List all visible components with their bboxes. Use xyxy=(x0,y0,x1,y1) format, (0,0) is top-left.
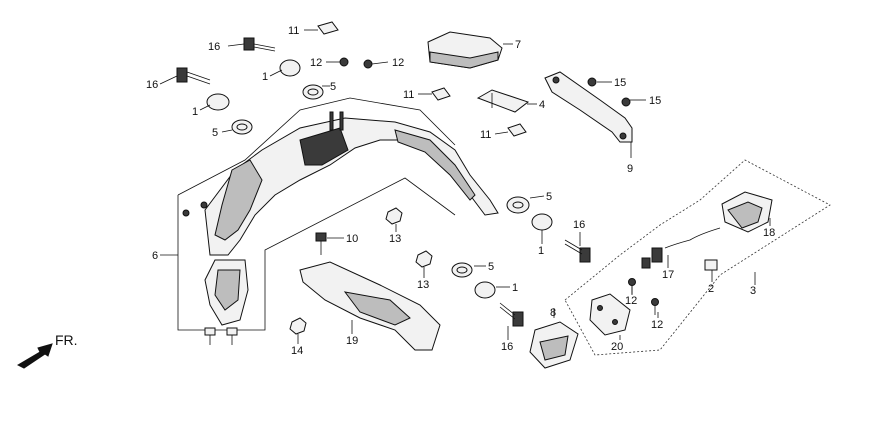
fender-group-outline xyxy=(177,177,456,331)
callout-12-b: 12 xyxy=(392,57,404,69)
callout-14: 14 xyxy=(291,345,303,357)
taillight-group-outline xyxy=(564,159,831,356)
leader-lines xyxy=(159,29,771,344)
callout-8: 8 xyxy=(550,307,556,319)
callout-11-c: 11 xyxy=(480,129,491,141)
callout-2: 2 xyxy=(708,283,714,295)
part-18-light xyxy=(721,191,773,233)
callout-20: 20 xyxy=(611,341,623,353)
bolt-16-top xyxy=(243,37,276,52)
flange-bolts xyxy=(176,37,591,327)
callout-17: 17 xyxy=(662,269,674,281)
callout-6: 6 xyxy=(152,250,158,262)
bolt-16-bottom xyxy=(499,302,524,327)
small-screws xyxy=(339,57,659,315)
callout-16-b: 16 xyxy=(146,79,158,91)
part-19-license-bracket xyxy=(299,261,441,351)
callout-13-b: 13 xyxy=(417,279,429,291)
callout-1-c: 1 xyxy=(538,245,544,257)
callout-15-b: 15 xyxy=(649,95,661,107)
callout-1-a: 1 xyxy=(262,71,268,83)
rear-fender xyxy=(204,111,499,326)
callout-7: 7 xyxy=(515,39,521,51)
callout-4: 4 xyxy=(539,99,545,111)
bolt-10 xyxy=(315,232,327,255)
callout-13-a: 13 xyxy=(389,233,401,245)
callout-11-b: 11 xyxy=(403,89,414,101)
callout-11-a: 11 xyxy=(288,25,299,37)
callout-15-a: 15 xyxy=(614,77,626,89)
part-8-reflector xyxy=(529,321,579,369)
collars xyxy=(206,59,553,299)
hex-nuts xyxy=(289,207,433,335)
direction-label: FR. xyxy=(55,332,78,348)
callout-5-c: 5 xyxy=(546,191,552,203)
group-outlines xyxy=(177,97,831,356)
grommets xyxy=(231,84,530,278)
callout-1-d: 1 xyxy=(512,282,518,294)
callout-9: 9 xyxy=(627,163,633,175)
part-4-plate xyxy=(476,89,537,113)
callout-19: 19 xyxy=(346,335,358,347)
callout-labels: 6 11 16 1 5 16 1 5 12 12 11 11 7 4 15 15… xyxy=(146,25,775,357)
callout-3: 3 xyxy=(750,285,756,297)
callout-16-c: 16 xyxy=(573,219,585,231)
callout-5-a: 5 xyxy=(330,81,336,93)
callout-18: 18 xyxy=(763,227,775,239)
callout-12-d: 12 xyxy=(651,319,663,331)
callout-10: 10 xyxy=(346,233,358,245)
callout-5-b: 5 xyxy=(212,127,218,139)
front-direction-indicator: FR. xyxy=(16,332,78,369)
callout-12-a: 12 xyxy=(310,57,322,69)
clip-nuts xyxy=(317,21,527,137)
callout-16-d: 16 xyxy=(501,341,513,353)
part-7-cover xyxy=(427,31,513,69)
part-9-bracket xyxy=(544,71,633,158)
part-2-socket xyxy=(704,259,718,271)
fender-small-screws xyxy=(182,201,238,345)
part-17-harness xyxy=(641,227,721,269)
bolt-16-mid-right xyxy=(564,239,591,263)
callout-5-d: 5 xyxy=(488,261,494,273)
fender-group-outline-top xyxy=(177,97,456,196)
front-arrow-icon xyxy=(16,343,53,369)
bolt-16-left xyxy=(176,67,211,85)
callout-12-c: 12 xyxy=(625,295,637,307)
part-20-plate xyxy=(589,293,631,336)
callout-16-a: 16 xyxy=(208,41,220,53)
callout-1-b: 1 xyxy=(192,106,198,118)
